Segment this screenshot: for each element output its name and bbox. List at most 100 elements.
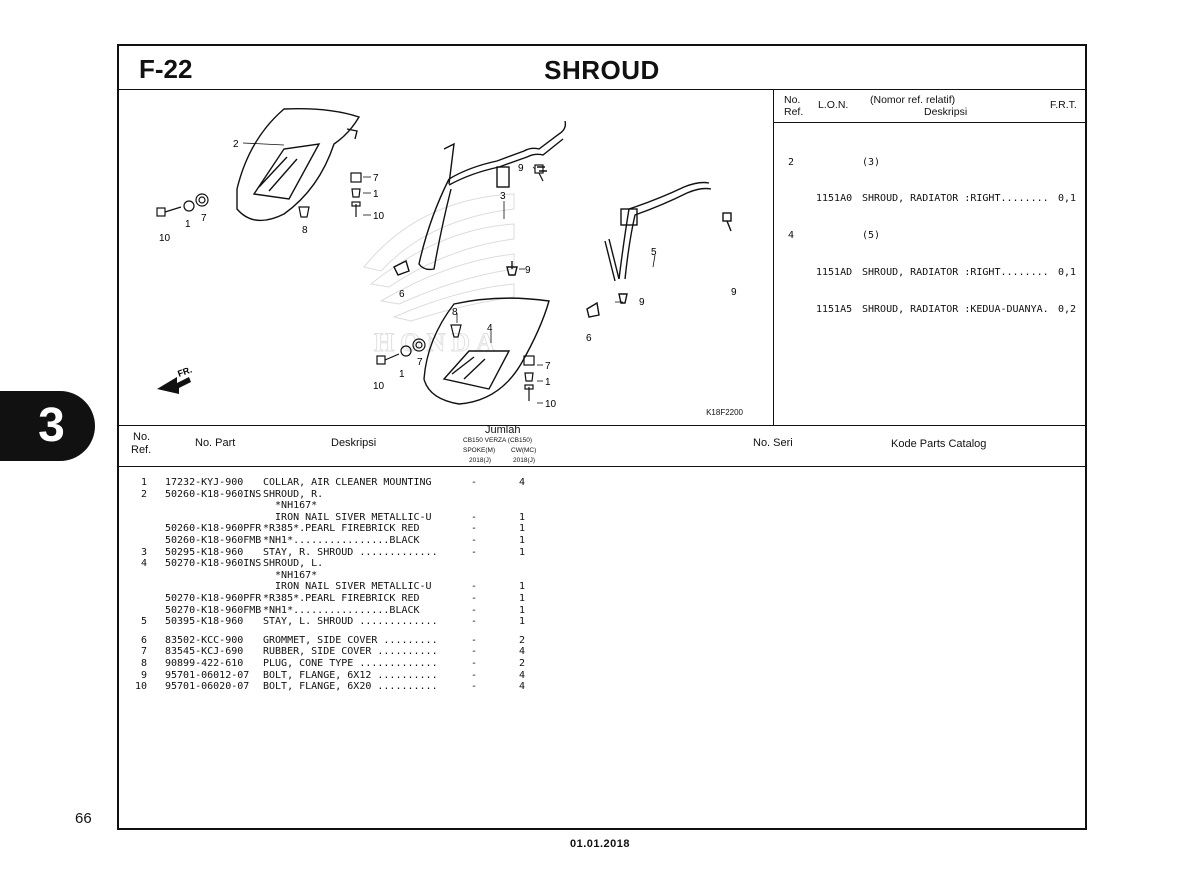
section-tab: 3 [0, 391, 95, 461]
callout: 9 [525, 265, 531, 276]
table-cell: STAY, L. SHROUD ............. [263, 616, 438, 628]
table-cell: - [471, 681, 478, 693]
col-spoke-header: SPOKE(M) [463, 447, 496, 454]
ref-no-header: No. [784, 94, 801, 106]
table-cell: - [471, 477, 478, 488]
callout: 5 [651, 247, 657, 258]
table-cell: 50260-K18-960FMB [165, 534, 262, 546]
desc-cell: (5) [862, 230, 881, 242]
figure-number: F-22 [139, 54, 193, 84]
table-cell: 3 [141, 546, 148, 558]
title-bar: F-22 SHROUD [119, 46, 1085, 90]
table-cell: - [471, 604, 478, 616]
table-row: 50270-K18-960PFR*R385*.PEARL FIREBRICK R… [119, 593, 1085, 605]
table-cell: 9 [141, 669, 148, 681]
callout: 10 [373, 381, 385, 392]
table-cell: 17232-KYJ-900 [165, 477, 244, 488]
lon-cell: 1151AD [816, 267, 853, 279]
table-cell: 50270-K18-960INS [165, 558, 262, 570]
callout: 9 [518, 163, 524, 174]
leader-lines [242, 142, 656, 404]
table-cell: 50260-K18-960INS [165, 488, 262, 500]
stay-left [586, 181, 732, 318]
col-year2-header: 2018(J) [513, 457, 536, 464]
table-cell: 5 [141, 616, 148, 628]
table-cell: 6 [141, 634, 148, 646]
table-cell: - [471, 511, 478, 523]
col-variant-header: CB150 VERZA (CB150) [463, 437, 533, 444]
ref-row: 2 (3) [774, 157, 1087, 169]
ref-cell: 2 [788, 156, 795, 168]
callout: 1 [185, 219, 191, 230]
ref-ref-header: Ref. [784, 106, 804, 118]
page-number: 66 [75, 810, 92, 827]
col-cw-header: CW(MC) [511, 447, 537, 454]
table-cell: 1 [519, 511, 526, 523]
table-cell: SHROUD, L. [263, 558, 324, 570]
table-cell: 8 [141, 657, 148, 669]
table-cell: 7 [141, 646, 148, 658]
table-cell: STAY, R. SHROUD ............. [263, 546, 438, 558]
page-title: SHROUD [544, 55, 660, 85]
col-seri-header: No. Seri [753, 437, 793, 449]
table-cell: 50295-K18-960 [165, 546, 244, 558]
desc-cell: (3) [862, 156, 881, 168]
table-cell: RUBBER, SIDE COVER .......... [263, 646, 438, 658]
print-date: 01.01.2018 [569, 838, 631, 850]
honda-wing-watermark: HONDA [363, 193, 515, 358]
desc-cell: SHROUD, RADIATOR :KEDUA-DUANYA. [862, 304, 1049, 316]
col-year1-header: 2018(J) [469, 457, 492, 464]
callout: 6 [399, 289, 405, 300]
ref-row: 1151A5 SHROUD, RADIATOR :KEDUA-DUANYA. 0… [774, 304, 1087, 316]
table-cell: - [471, 669, 478, 681]
table-row: 50270-K18-960FMB*NH1*................BLA… [119, 605, 1085, 617]
table-cell: *NH1*................BLACK [263, 604, 420, 616]
table-cell: *R385*.PEARL FIREBRICK RED [263, 592, 420, 604]
ref-deskripsi-header: Deskripsi [924, 106, 968, 118]
col-part-header: No. Part [195, 437, 236, 449]
table-row: *NH167* [119, 570, 1085, 582]
table-cell: 83502-KCC-900 [165, 634, 244, 646]
table-cell: 83545-KCJ-690 [165, 646, 244, 658]
table-cell: 1 [519, 604, 526, 616]
table-cell: - [471, 646, 478, 658]
table-row: IRON NAIL SIVER METALLIC-U-1 [119, 512, 1085, 524]
table-row: 50260-K18-960FMB*NH1*................BLA… [119, 535, 1085, 547]
table-cell: 4 [141, 558, 148, 570]
plug-8 [450, 324, 462, 338]
table-row: 3 50295-K18-960 STAY, R. SHROUD ..........… [119, 547, 1085, 559]
grommet-set-mid [298, 172, 362, 218]
ref-table-body: 2 (3) 1151A0 SHROUD, RADIATOR :RIGHT....… [774, 132, 1087, 341]
parts-table-header: No. Ref. No. Part Deskripsi Jumlah CB150… [119, 424, 1085, 467]
table-row: *NH167* [119, 500, 1085, 512]
bolt-10-center [376, 338, 426, 365]
table-cell: 1 [519, 592, 526, 604]
stay-right [393, 120, 567, 276]
lon-cell: 1151A5 [816, 304, 853, 316]
table-cell: 2 [519, 634, 526, 646]
callout: 2 [233, 139, 239, 150]
shroud-left [423, 297, 550, 405]
table-row: 50260-K18-960PFR*R385*.PEARL FIREBRICK R… [119, 523, 1085, 535]
callout: 7 [417, 357, 423, 368]
grommet-set-bottom [523, 355, 535, 401]
table-cell: 2 [141, 488, 148, 500]
table-cell: 1 [519, 616, 526, 628]
table-cell: 1 [519, 581, 526, 593]
callout: 10 [159, 233, 171, 244]
table-cell: 4 [519, 477, 526, 488]
table-cell: 1 [141, 477, 148, 488]
callout: 1 [545, 377, 551, 388]
table-cell: - [471, 523, 478, 535]
table-row: IRON NAIL SIVER METALLIC-U-1 [119, 581, 1085, 593]
table-cell: 2 [519, 657, 526, 669]
callout: 10 [373, 211, 385, 222]
ref-lon-header: L.O.N. [818, 99, 849, 111]
table-cell: - [471, 546, 478, 558]
